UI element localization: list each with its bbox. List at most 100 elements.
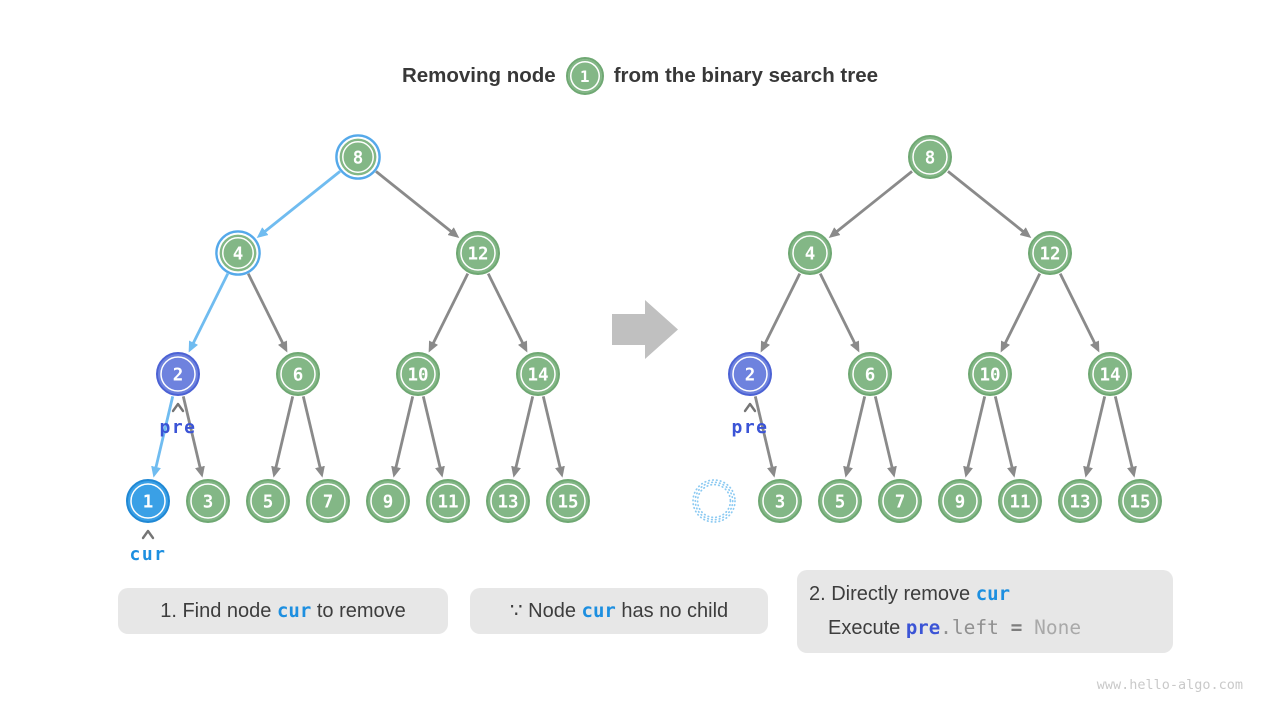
node-value: 2 (745, 366, 756, 386)
tree-node-15: 15 (546, 479, 590, 523)
caret-up-icon (141, 529, 155, 540)
tree-node-4: 4 (215, 230, 261, 276)
node-value: 5 (835, 493, 846, 513)
tree-node-5: 5 (246, 479, 290, 523)
page-title: Removing node 1 from the binary search t… (0, 54, 1280, 98)
tree-node-2: 2 (728, 352, 772, 396)
tree-edge-4-2 (188, 272, 230, 353)
tree-edge-8-12 (375, 170, 460, 239)
tree-edge-12-14 (486, 272, 528, 353)
tree-node-14: 14 (1088, 352, 1132, 396)
tree-node-9: 9 (366, 479, 410, 523)
tree-node-1: 1 (126, 479, 170, 523)
tree-node-6: 6 (276, 352, 320, 396)
node-value: 3 (203, 493, 214, 513)
title-suffix: from the binary search tree (613, 64, 879, 87)
caption-line: ∵ Node cur has no child (510, 595, 728, 628)
tree-node-8: 8 (908, 135, 952, 179)
node-value: 3 (775, 493, 786, 513)
node-value: 9 (955, 493, 966, 513)
node-value: 11 (437, 493, 458, 513)
removed-node-placeholder (692, 479, 736, 523)
pointer-label-text: pre (159, 417, 196, 438)
node-value: 13 (1069, 493, 1090, 513)
caption-segment: None (1034, 616, 1082, 639)
tree-edge-10-9 (391, 396, 415, 478)
node-value: 8 (353, 149, 364, 169)
title-node-value: 1 (579, 66, 590, 86)
caption-segment: 1. Find node (160, 599, 277, 622)
node-value: 11 (1009, 493, 1030, 513)
node-value: 14 (527, 366, 548, 386)
tree-edge-12-10 (1000, 272, 1042, 353)
caption-segment: = (998, 616, 1035, 639)
tree-node-13: 13 (1058, 479, 1102, 523)
tree-node-9: 9 (938, 479, 982, 523)
node-value: 12 (467, 245, 488, 265)
node-value: 1 (143, 493, 154, 513)
tree-node-8: 8 (335, 134, 381, 180)
pointer-label-text: cur (129, 544, 166, 565)
tree-edge-8-4 (828, 170, 913, 239)
caption-step-1: 1. Find node cur to remove (118, 588, 448, 634)
node-value: 12 (1039, 245, 1060, 265)
caption-line: 2. Directly remove cur (809, 578, 1010, 611)
pointer-label-pre: pre (731, 402, 767, 438)
tree-edge-2-1 (151, 396, 175, 478)
tree-node-12: 12 (1028, 231, 1072, 275)
node-value: 15 (557, 493, 578, 513)
watermark: www.hello-algo.com (1096, 677, 1243, 693)
tree-edge-6-5 (843, 396, 867, 478)
tree-node-10: 10 (968, 352, 1012, 396)
node-value: 7 (323, 493, 334, 513)
tree-edge-8-12 (947, 170, 1032, 239)
tree-edge-2-3 (181, 396, 205, 478)
caption-segment: .left (940, 616, 999, 639)
node-value: 13 (497, 493, 518, 513)
tree-edge-4-6 (818, 272, 860, 353)
tree-edge-8-4 (256, 170, 341, 239)
tree-edge-4-2 (760, 272, 802, 353)
pointer-label-pre: pre (159, 402, 196, 438)
tree-node-11: 11 (426, 479, 470, 523)
tree-edge-2-3 (753, 396, 777, 478)
tree-edge-6-7 (873, 396, 897, 478)
tree-edge-14-15 (1113, 396, 1137, 478)
title-prefix: Removing node (401, 64, 556, 87)
tree-edge-12-10 (428, 272, 470, 353)
tree-node-15: 15 (1118, 479, 1162, 523)
tree-node-7: 7 (306, 479, 350, 523)
node-value: 15 (1129, 493, 1150, 513)
tree-edge-10-11 (993, 396, 1017, 478)
tree-edge-4-6 (246, 272, 288, 353)
node-value: 6 (293, 366, 304, 386)
tree-node-12: 12 (456, 231, 500, 275)
tree-node-14: 14 (516, 352, 560, 396)
tree-node-10: 10 (396, 352, 440, 396)
caption-segment: Execute (828, 617, 906, 639)
tree-edge-6-7 (301, 396, 325, 478)
tree-edge-12-14 (1058, 272, 1100, 353)
node-value: 2 (173, 366, 184, 386)
node-value: 6 (865, 366, 876, 386)
title-node-badge: 1 (565, 57, 604, 95)
node-value: 10 (407, 366, 428, 386)
tree-edge-10-11 (421, 396, 445, 478)
tree-edge-6-5 (271, 396, 295, 478)
tree-node-11: 11 (998, 479, 1042, 523)
caption-because-no-child: ∵ Node cur has no child (470, 588, 768, 634)
caption-segment: cur (581, 599, 616, 622)
tree-edge-14-13 (1083, 396, 1107, 478)
tree-edge-14-13 (511, 396, 535, 478)
tree-node-7: 7 (878, 479, 922, 523)
node-value: 8 (925, 149, 936, 169)
caption-line: Execute pre.left = None (828, 611, 1081, 645)
tree-node-6: 6 (848, 352, 892, 396)
tree-node-3: 3 (186, 479, 230, 523)
caption-segment: pre (905, 617, 941, 639)
tree-node-13: 13 (486, 479, 530, 523)
